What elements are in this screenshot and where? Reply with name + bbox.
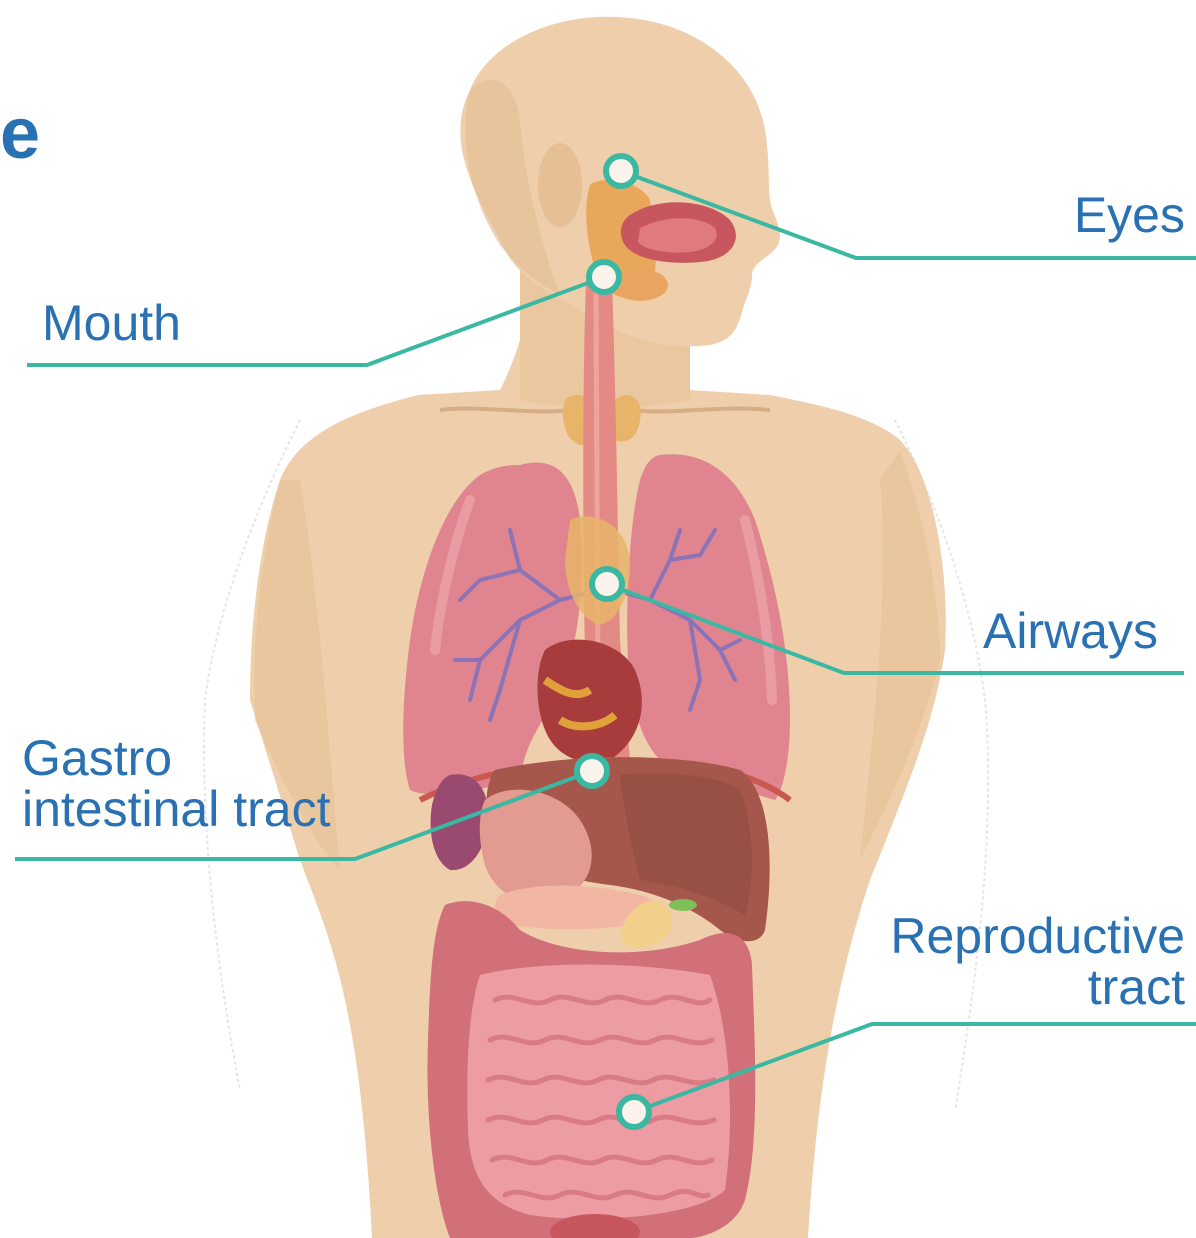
organs [403,180,790,1238]
gastro-label-line2: intestinal tract [22,781,331,837]
mouth-marker[interactable] [589,262,619,292]
repro-marker[interactable] [619,1097,649,1127]
airways-marker[interactable] [592,569,622,599]
esophagus-highlight [596,290,598,700]
gastro-label-line1: Gastro [22,730,172,786]
mouth-label: Mouth [42,295,181,351]
airways-label: Airways [983,603,1158,659]
eyes-marker[interactable] [606,156,636,186]
gastro-marker[interactable] [577,756,607,786]
title-fragment: e [0,94,40,174]
bile-duct [669,899,697,911]
ear [538,143,582,227]
eyes-label: Eyes [1074,187,1185,243]
repro-label-line1: Reproductive [890,908,1185,964]
repro-label-line2: tract [1088,959,1185,1015]
